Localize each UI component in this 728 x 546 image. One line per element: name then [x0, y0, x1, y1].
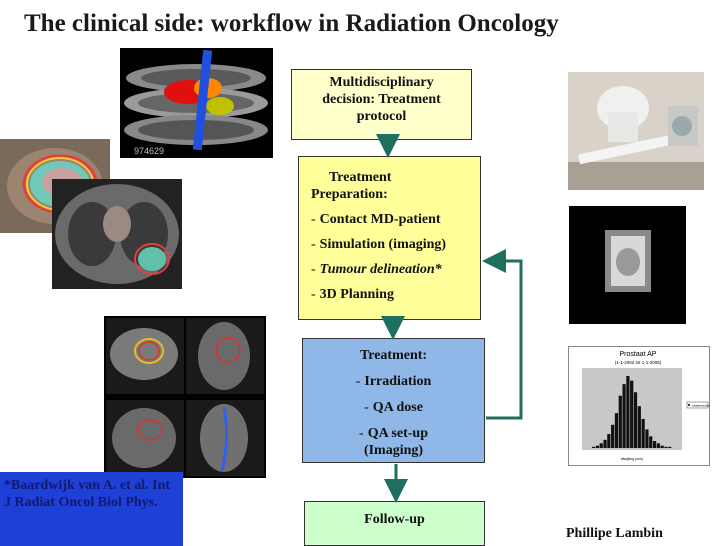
histogram-bar — [611, 424, 615, 448]
histogram-bar — [652, 441, 657, 448]
ct-3d-stack-image: 974629 — [120, 48, 273, 158]
treat-item: -QA set-up (Imaging) — [359, 426, 428, 458]
prep-item: -Simulation (imaging) — [311, 237, 447, 252]
treat-item-label: Irradiation — [364, 374, 432, 389]
histogram-bar — [599, 443, 603, 448]
histogram-bar — [595, 445, 600, 448]
histogram-bar — [637, 406, 641, 448]
decision-line-1: Multidisciplinary — [329, 75, 434, 90]
prep-item-label: Simulation (imaging) — [319, 237, 447, 252]
histogram-bar — [630, 380, 634, 448]
decision-line-3: protocol — [356, 109, 407, 124]
prep-heading-1: Treatment — [329, 170, 392, 185]
treatment-box: Treatment: -Irradiation -QA dose -QA set… — [302, 338, 485, 463]
feedback-arrow — [482, 249, 523, 420]
followup-box: Follow-up — [304, 501, 485, 546]
prep-heading-2: Preparation: — [311, 187, 388, 202]
chart-subtitle: (1-1-2002 tot 1-1-2005) — [615, 360, 662, 365]
histogram-bar — [626, 376, 630, 448]
histogram-bar — [633, 392, 638, 448]
histogram-bar — [603, 439, 607, 448]
ct-stack-id: 974629 — [134, 146, 164, 156]
prep-item-label: 3D Planning — [319, 287, 394, 302]
histogram-bar — [656, 443, 660, 448]
chart-xlabel: afwijking (mm) — [621, 457, 644, 461]
prep-item: -Tumour delineation* — [311, 262, 442, 277]
pet-ct-axial-image — [52, 179, 182, 289]
histogram-bar — [649, 436, 653, 448]
histogram-bar — [607, 434, 611, 448]
treat-item-label: QA dose — [372, 400, 423, 415]
histogram-bar — [614, 413, 619, 448]
treat-item: -Irradiation — [355, 374, 432, 389]
treatment-heading: Treatment: — [359, 348, 428, 363]
histogram-bar — [645, 429, 649, 448]
histogram-bar — [622, 384, 626, 448]
linac-photo — [568, 72, 704, 190]
chart-title: Prostaat AP — [620, 351, 657, 358]
portal-image — [569, 206, 686, 324]
followup-label: Follow-up — [364, 512, 425, 527]
decision-line-2: decision: Treatment — [322, 92, 441, 107]
chart-legend: totaalresultaat — [692, 404, 710, 408]
treat-item: -QA dose — [364, 400, 423, 415]
histogram-bar — [660, 445, 664, 448]
prep-item-label: Contact MD-patient — [319, 212, 441, 227]
histogram-bar — [592, 446, 596, 448]
decision-box: Multidisciplinary decision: Treatment pr… — [291, 69, 472, 140]
setup-error-histogram: Prostaat AP (1-1-2002 tot 1-1-2005) tota… — [568, 346, 710, 466]
prep-item-label: Tumour delineation* — [319, 262, 442, 277]
reference-note: *Baardwijk van A. et al. Int J Radiat On… — [0, 472, 183, 546]
histogram-bar — [641, 418, 645, 448]
treat-item-label: QA set-up (Imaging) — [363, 426, 428, 458]
author-name: Phillipe Lambin — [566, 526, 663, 541]
histogram-bar — [618, 395, 622, 448]
histogram-bar — [668, 446, 672, 448]
prep-item: -3D Planning — [311, 287, 394, 302]
chart-bars — [592, 376, 672, 448]
delineation-planes-image — [104, 316, 266, 478]
prep-item: -Contact MD-patient — [311, 212, 441, 227]
histogram-bar — [664, 446, 668, 448]
slide-title: The clinical side: workflow in Radiation… — [24, 10, 559, 37]
preparation-box: Treatment Preparation: -Contact MD-patie… — [298, 156, 481, 320]
